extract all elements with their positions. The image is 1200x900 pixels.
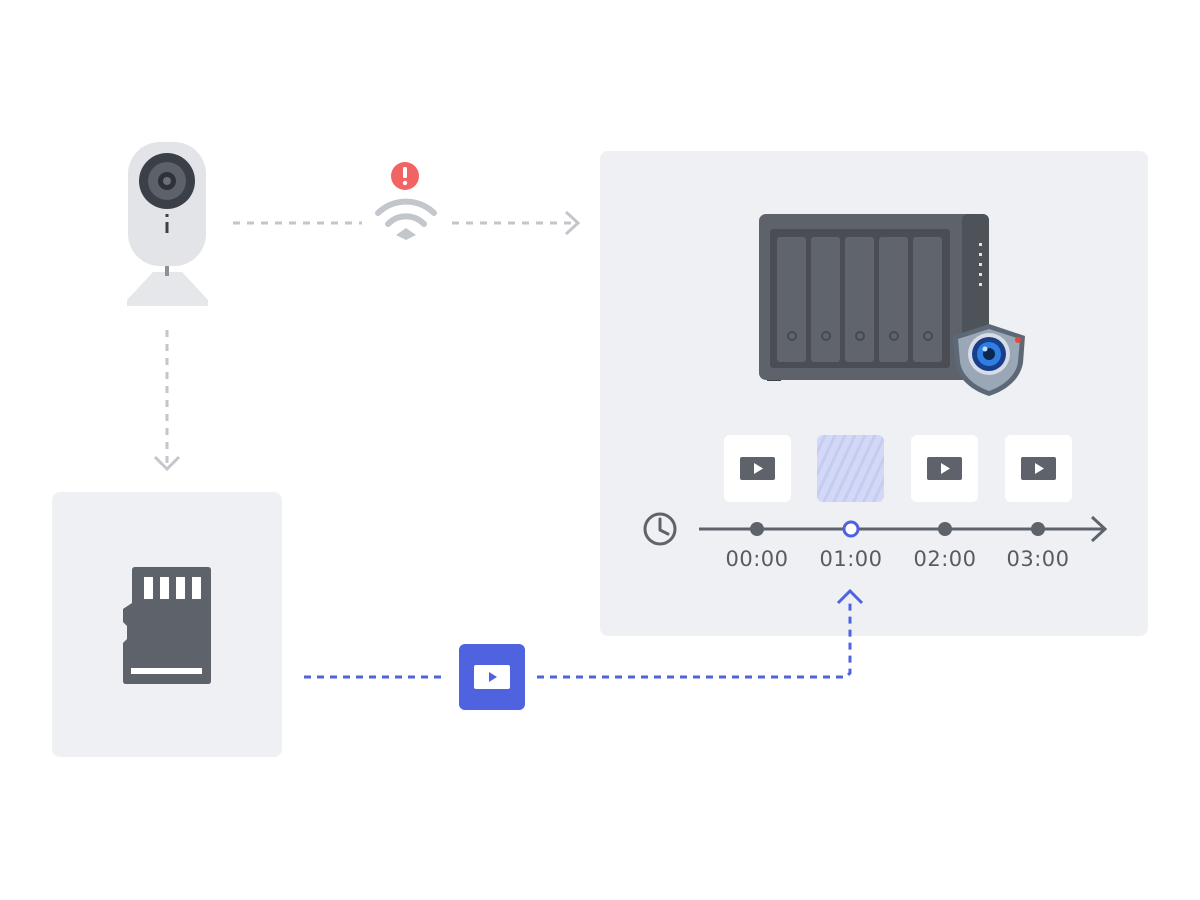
wifi-nas-arrowhead — [564, 210, 581, 236]
time-label: 02:00 — [913, 547, 977, 571]
upload-timeline-dashed-line — [537, 598, 852, 679]
time-label: 01:00 — [819, 547, 883, 571]
timeline-marker — [750, 522, 764, 536]
timeline-marker-missing — [842, 520, 860, 538]
upload-arrowhead — [836, 588, 864, 605]
timeline-marker — [1031, 522, 1045, 536]
uploaded-clip-button[interactable] — [459, 644, 525, 710]
video-clip-card[interactable] — [724, 435, 791, 502]
play-icon — [1021, 457, 1056, 480]
video-clip-card[interactable] — [1005, 435, 1072, 502]
play-icon — [927, 457, 962, 480]
timeline-marker — [938, 522, 952, 536]
timeline-arrowhead — [1090, 515, 1108, 543]
play-icon — [740, 457, 775, 480]
video-clip-card[interactable] — [911, 435, 978, 502]
play-icon — [474, 665, 510, 689]
missing-clip-placeholder — [817, 435, 884, 502]
clock-icon — [643, 512, 677, 546]
camera-sd-arrowhead — [153, 455, 181, 472]
time-label: 03:00 — [1006, 547, 1070, 571]
time-label: 00:00 — [725, 547, 789, 571]
